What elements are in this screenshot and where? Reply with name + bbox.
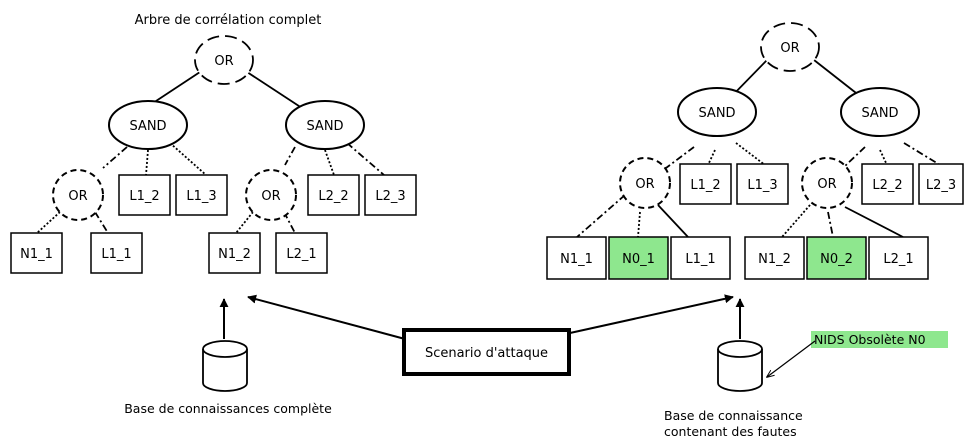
right-leaf-l1-1-label: L1_1 (685, 252, 715, 267)
left-database-icon (202, 340, 248, 392)
left-leaf-l2-2-label: L2_2 (318, 189, 348, 204)
right-or-label-1: OR (635, 177, 654, 192)
arrow-to-right-tree (569, 294, 734, 334)
left-or-node-2 (245, 169, 297, 221)
right-db-caption-line-2: contenant des fautes (664, 424, 797, 439)
right-leaf-n1-1-label: N1_1 (560, 252, 593, 267)
right-leaf-l2-1 (868, 236, 929, 280)
right-root-or-label: OR (780, 41, 799, 56)
left-or-label-2: OR (261, 189, 280, 204)
right-sand-node-1 (677, 87, 757, 137)
right-leaf-l1-3 (736, 163, 789, 205)
right-db-caption-line-1: Base de connaissance (664, 408, 803, 423)
right-leaf-l1-1 (670, 236, 731, 280)
right-leaf-l2-1-label: L2_1 (883, 252, 913, 267)
left-root-or-node (194, 35, 254, 85)
right-leaf-l2-2 (861, 163, 914, 205)
left-leaf-n1-1-label: N1_1 (20, 247, 53, 262)
right-leaf-l1-2 (679, 163, 732, 205)
right-or-node-1 (619, 157, 671, 209)
left-leaf-l2-2 (307, 174, 360, 216)
right-sand-label-2: SAND (861, 106, 898, 121)
right-leaf-l2-3 (918, 163, 964, 205)
right-leaf-n0-1-label: N0_1 (622, 252, 655, 267)
left-leaf-l1-3 (175, 174, 228, 216)
left-leaf-l1-3-label: L1_3 (186, 189, 216, 204)
left-or-node-1 (52, 169, 104, 221)
right-leaf-l2-3-label: L2_3 (926, 178, 956, 193)
left-leaf-n1-2-label: N1_2 (218, 247, 251, 262)
left-leaf-l1-1-label: L1_1 (101, 247, 131, 262)
right-sand-label-1: SAND (698, 106, 735, 121)
right-root-or-node (760, 22, 820, 72)
left-leaf-l2-1 (275, 232, 328, 274)
right-sand-node-2 (840, 87, 920, 137)
right-or-node-2 (801, 157, 853, 209)
right-leaf-n0-1-highlighted (608, 236, 669, 280)
left-leaf-l1-2 (118, 174, 171, 216)
left-leaf-n1-1 (10, 232, 63, 274)
left-leaf-l1-1 (90, 232, 143, 274)
annotation-pointer (767, 340, 816, 377)
right-leaf-n0-2-highlighted (806, 236, 867, 280)
left-tree-title: Arbre de corrélation complet (135, 13, 322, 28)
left-root-or-label: OR (214, 54, 233, 69)
scenario-arrows (219, 294, 745, 340)
right-leaf-n1-2 (744, 236, 805, 280)
right-or-label-2: OR (817, 177, 836, 192)
right-leaf-n1-1 (546, 236, 607, 280)
left-sand-node-2 (285, 100, 365, 150)
right-leaf-n1-2-label: N1_2 (758, 252, 791, 267)
right-leaf-n0-2-label: N0_2 (820, 252, 853, 267)
right-database-icon (717, 340, 763, 392)
left-leaf-l2-3 (364, 174, 417, 216)
left-sand-label-1: SAND (129, 119, 166, 134)
left-correlation-tree: Arbre de corrélation complet OR SAND SAN… (10, 13, 417, 274)
arrow-to-left-tree (247, 294, 406, 340)
right-leaf-l1-3-label: L1_3 (747, 178, 777, 193)
left-db-caption: Base de connaissances complète (124, 401, 332, 416)
right-leaf-l1-2-label: L1_2 (690, 178, 720, 193)
right-correlation-tree: OR SAND SAND OR OR L1_2 L1_3 L2_2 L2_3 N… (546, 22, 964, 280)
right-leaf-l2-2-label: L2_2 (872, 178, 902, 193)
annotation-label: NIDS Obsolète N0 (814, 332, 926, 347)
left-sand-node-1 (108, 100, 188, 150)
annotation-highlight (811, 331, 948, 348)
left-leaf-l1-2-label: L1_2 (129, 189, 159, 204)
left-leaf-l2-3-label: L2_3 (375, 189, 405, 204)
left-leaf-n1-2 (208, 232, 261, 274)
scenario-label: Scenario d'attaque (425, 346, 548, 361)
left-leaf-l2-1-label: L2_1 (286, 247, 316, 262)
left-or-label-1: OR (68, 189, 87, 204)
left-sand-label-2: SAND (306, 119, 343, 134)
scenario-box (402, 328, 571, 376)
